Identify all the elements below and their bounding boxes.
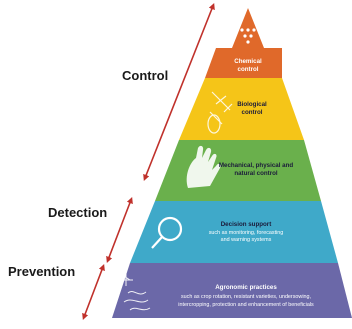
detection-arrow — [106, 197, 133, 263]
decision-title: Decision support — [221, 221, 272, 228]
mechanical-title-line2: natural control — [234, 170, 278, 177]
tier-agronomic — [112, 263, 352, 318]
tier-chemical-lower — [205, 48, 282, 78]
control-arrow — [143, 3, 215, 181]
prevention-label: Prevention — [8, 264, 75, 279]
control-label: Control — [122, 68, 168, 83]
spray-drops-icon — [240, 28, 256, 44]
agronomic-sub-line2: intercropping, protection and enhancemen… — [178, 302, 314, 308]
magnifier-icon — [151, 216, 183, 249]
chemical-title-line2: control — [238, 66, 259, 73]
biological-title-line1: Biological — [237, 101, 267, 108]
tier-chemical — [232, 8, 264, 48]
decision-sub-line1: such as monitoring, forecasting — [209, 230, 284, 236]
plant-rain-icon — [119, 270, 151, 311]
tier-decision — [130, 201, 338, 263]
detection-label: Detection — [48, 205, 107, 220]
mechanical-title-line1: Mechanical, physical and — [219, 162, 293, 169]
agronomic-sub-line1: such as crop rotation, resistant varieti… — [181, 294, 312, 300]
prevention-arrow — [82, 264, 105, 320]
biological-title-line2: control — [242, 109, 263, 116]
agronomic-title: Agronomic practices — [215, 284, 277, 291]
chemical-title-line1: Chemical — [234, 58, 262, 65]
decision-sub-line2: and warning systems — [221, 237, 272, 243]
